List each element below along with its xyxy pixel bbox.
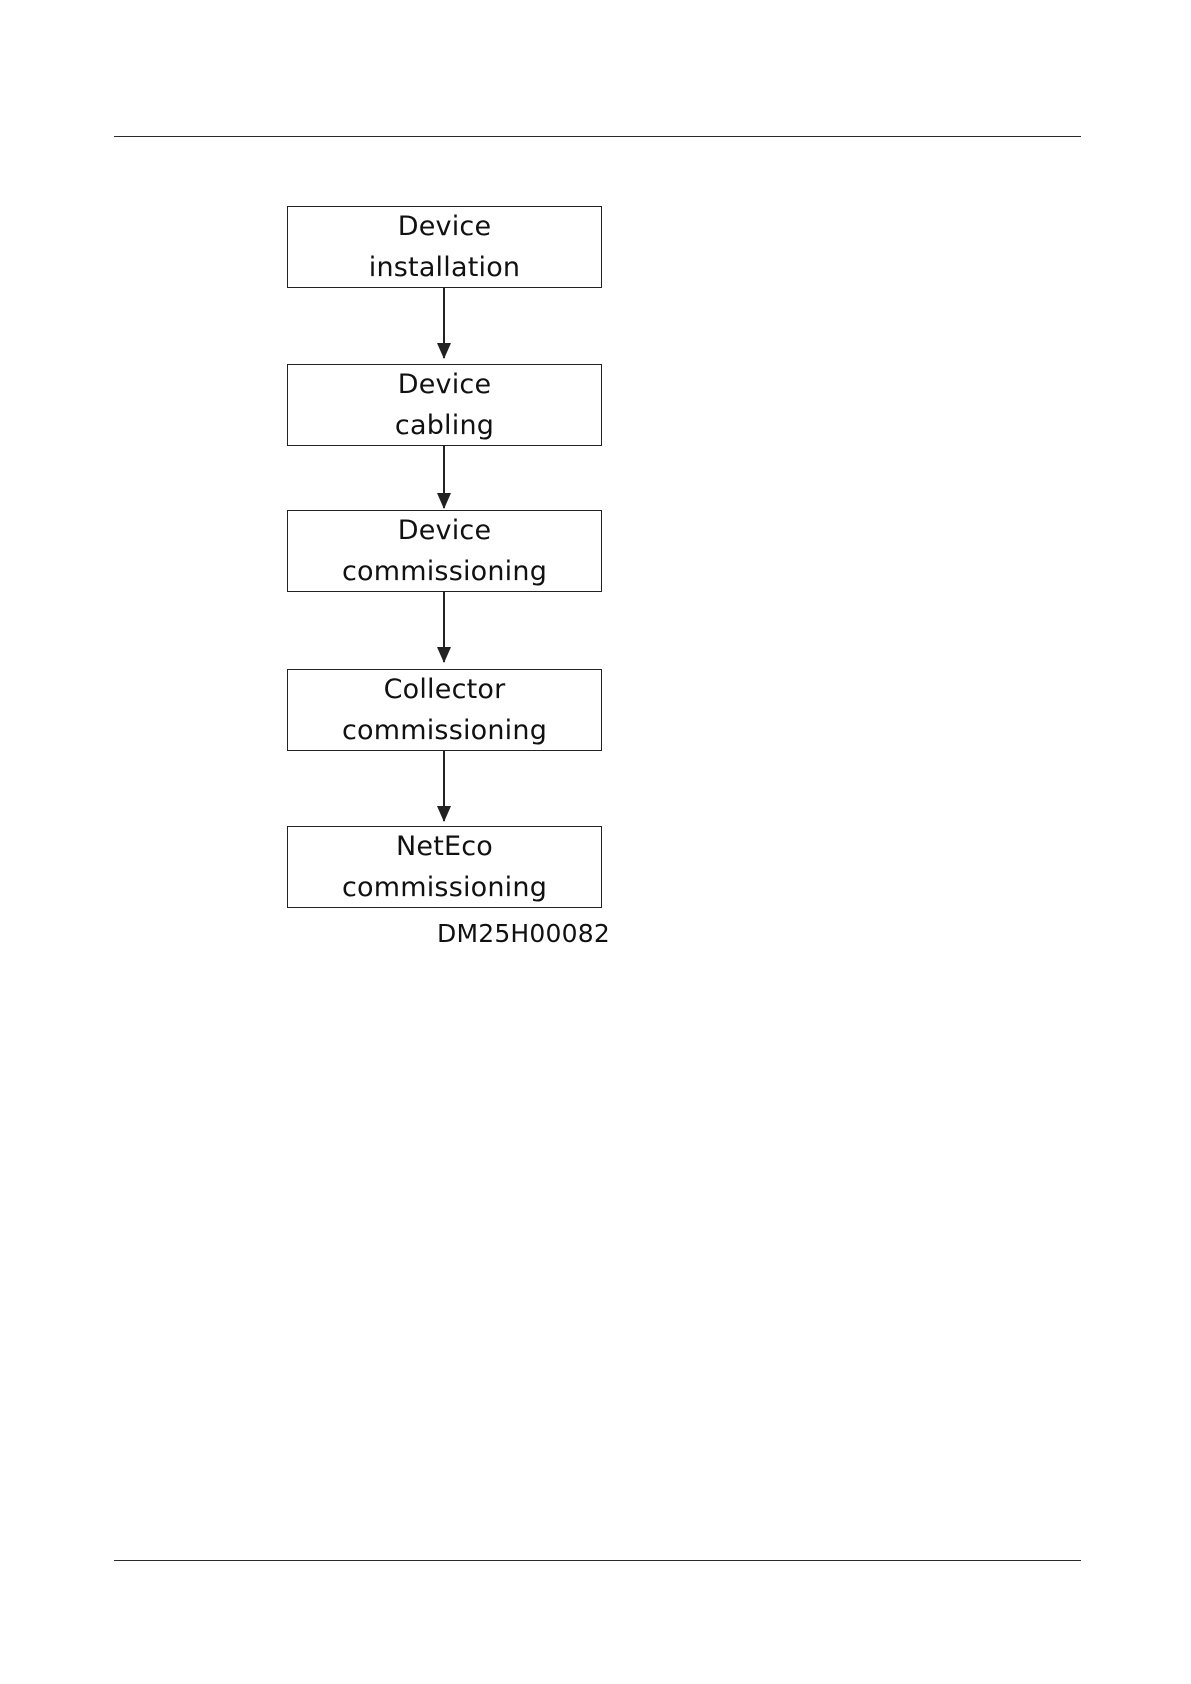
step-device-commissioning: Device commissioning bbox=[287, 510, 602, 592]
flow-arrow bbox=[443, 288, 445, 358]
step-label-line1: Device bbox=[398, 364, 492, 405]
step-label-line1: NetEco bbox=[396, 826, 493, 867]
step-label-line1: Device bbox=[398, 510, 492, 551]
flow-arrow bbox=[443, 751, 445, 821]
step-collector-commissioning: Collector commissioning bbox=[287, 669, 602, 751]
step-label-line2: commissioning bbox=[342, 710, 547, 751]
step-label-line1: Collector bbox=[384, 669, 506, 710]
step-label-line1: Device bbox=[398, 206, 492, 247]
step-label-line2: installation bbox=[369, 247, 520, 288]
step-device-installation: Device installation bbox=[287, 206, 602, 288]
flow-arrow bbox=[443, 592, 445, 662]
footer-rule bbox=[114, 1560, 1081, 1561]
step-label-line2: commissioning bbox=[342, 867, 547, 908]
step-label-line2: cabling bbox=[395, 405, 494, 446]
step-device-cabling: Device cabling bbox=[287, 364, 602, 446]
step-neteco-commissioning: NetEco commissioning bbox=[287, 826, 602, 908]
step-label-line2: commissioning bbox=[342, 551, 547, 592]
flow-arrow bbox=[443, 446, 445, 508]
figure-code: DM25H00082 bbox=[437, 918, 602, 950]
